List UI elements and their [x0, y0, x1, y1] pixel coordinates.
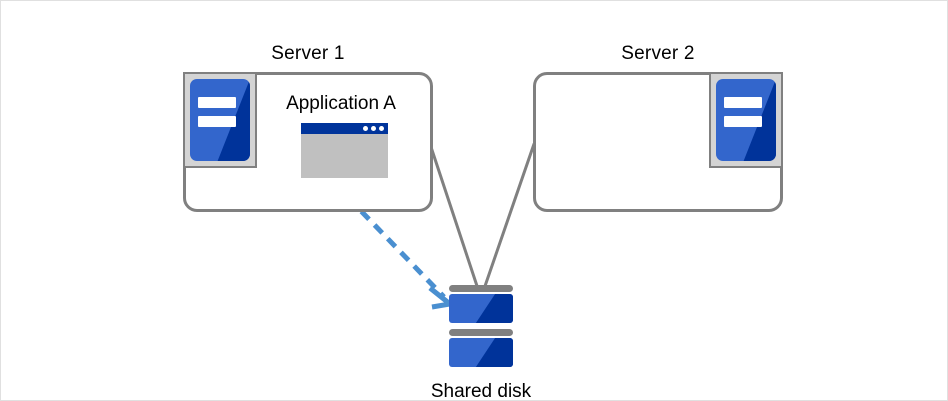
- disk-cap-1: [449, 285, 513, 292]
- shared-disk-label: Shared disk: [430, 381, 532, 401]
- window-dot-3: [379, 126, 384, 131]
- access-arrow-head: [428, 286, 456, 310]
- disk-body-1: [449, 294, 513, 323]
- disk-shading-1: [475, 294, 513, 323]
- application-window-icon[interactable]: [301, 123, 388, 178]
- server-tower-icon: [709, 72, 783, 168]
- window-dot-2: [371, 126, 376, 131]
- server-tower-icon: [183, 72, 257, 168]
- server-1-group: Server 1 Application A: [183, 43, 433, 213]
- shared-disk-group: Shared disk: [431, 285, 531, 400]
- server-icon-slot-1: [198, 97, 236, 108]
- connector-server-1-to-disk: [428, 142, 480, 291]
- disk-unit-1[interactable]: [449, 285, 513, 323]
- server-icon-slot-2: [724, 115, 762, 127]
- disk-body-2: [449, 338, 513, 367]
- application-a-group: Application A: [283, 93, 418, 208]
- window-dot-1: [363, 126, 368, 131]
- disk-unit-2[interactable]: [449, 329, 513, 367]
- server-icon-slot-1: [724, 97, 762, 108]
- application-a-label: Application A: [286, 93, 396, 114]
- server-2-group: Server 2: [533, 43, 783, 213]
- server-icon-slot-2: [198, 115, 236, 127]
- disk-shading-2: [475, 338, 513, 367]
- server-1-title: Server 1: [271, 43, 345, 64]
- application-window-titlebar: [301, 123, 388, 134]
- disk-cap-2: [449, 329, 513, 336]
- server-2-title: Server 2: [621, 43, 695, 64]
- connector-server-2-to-disk: [482, 142, 536, 291]
